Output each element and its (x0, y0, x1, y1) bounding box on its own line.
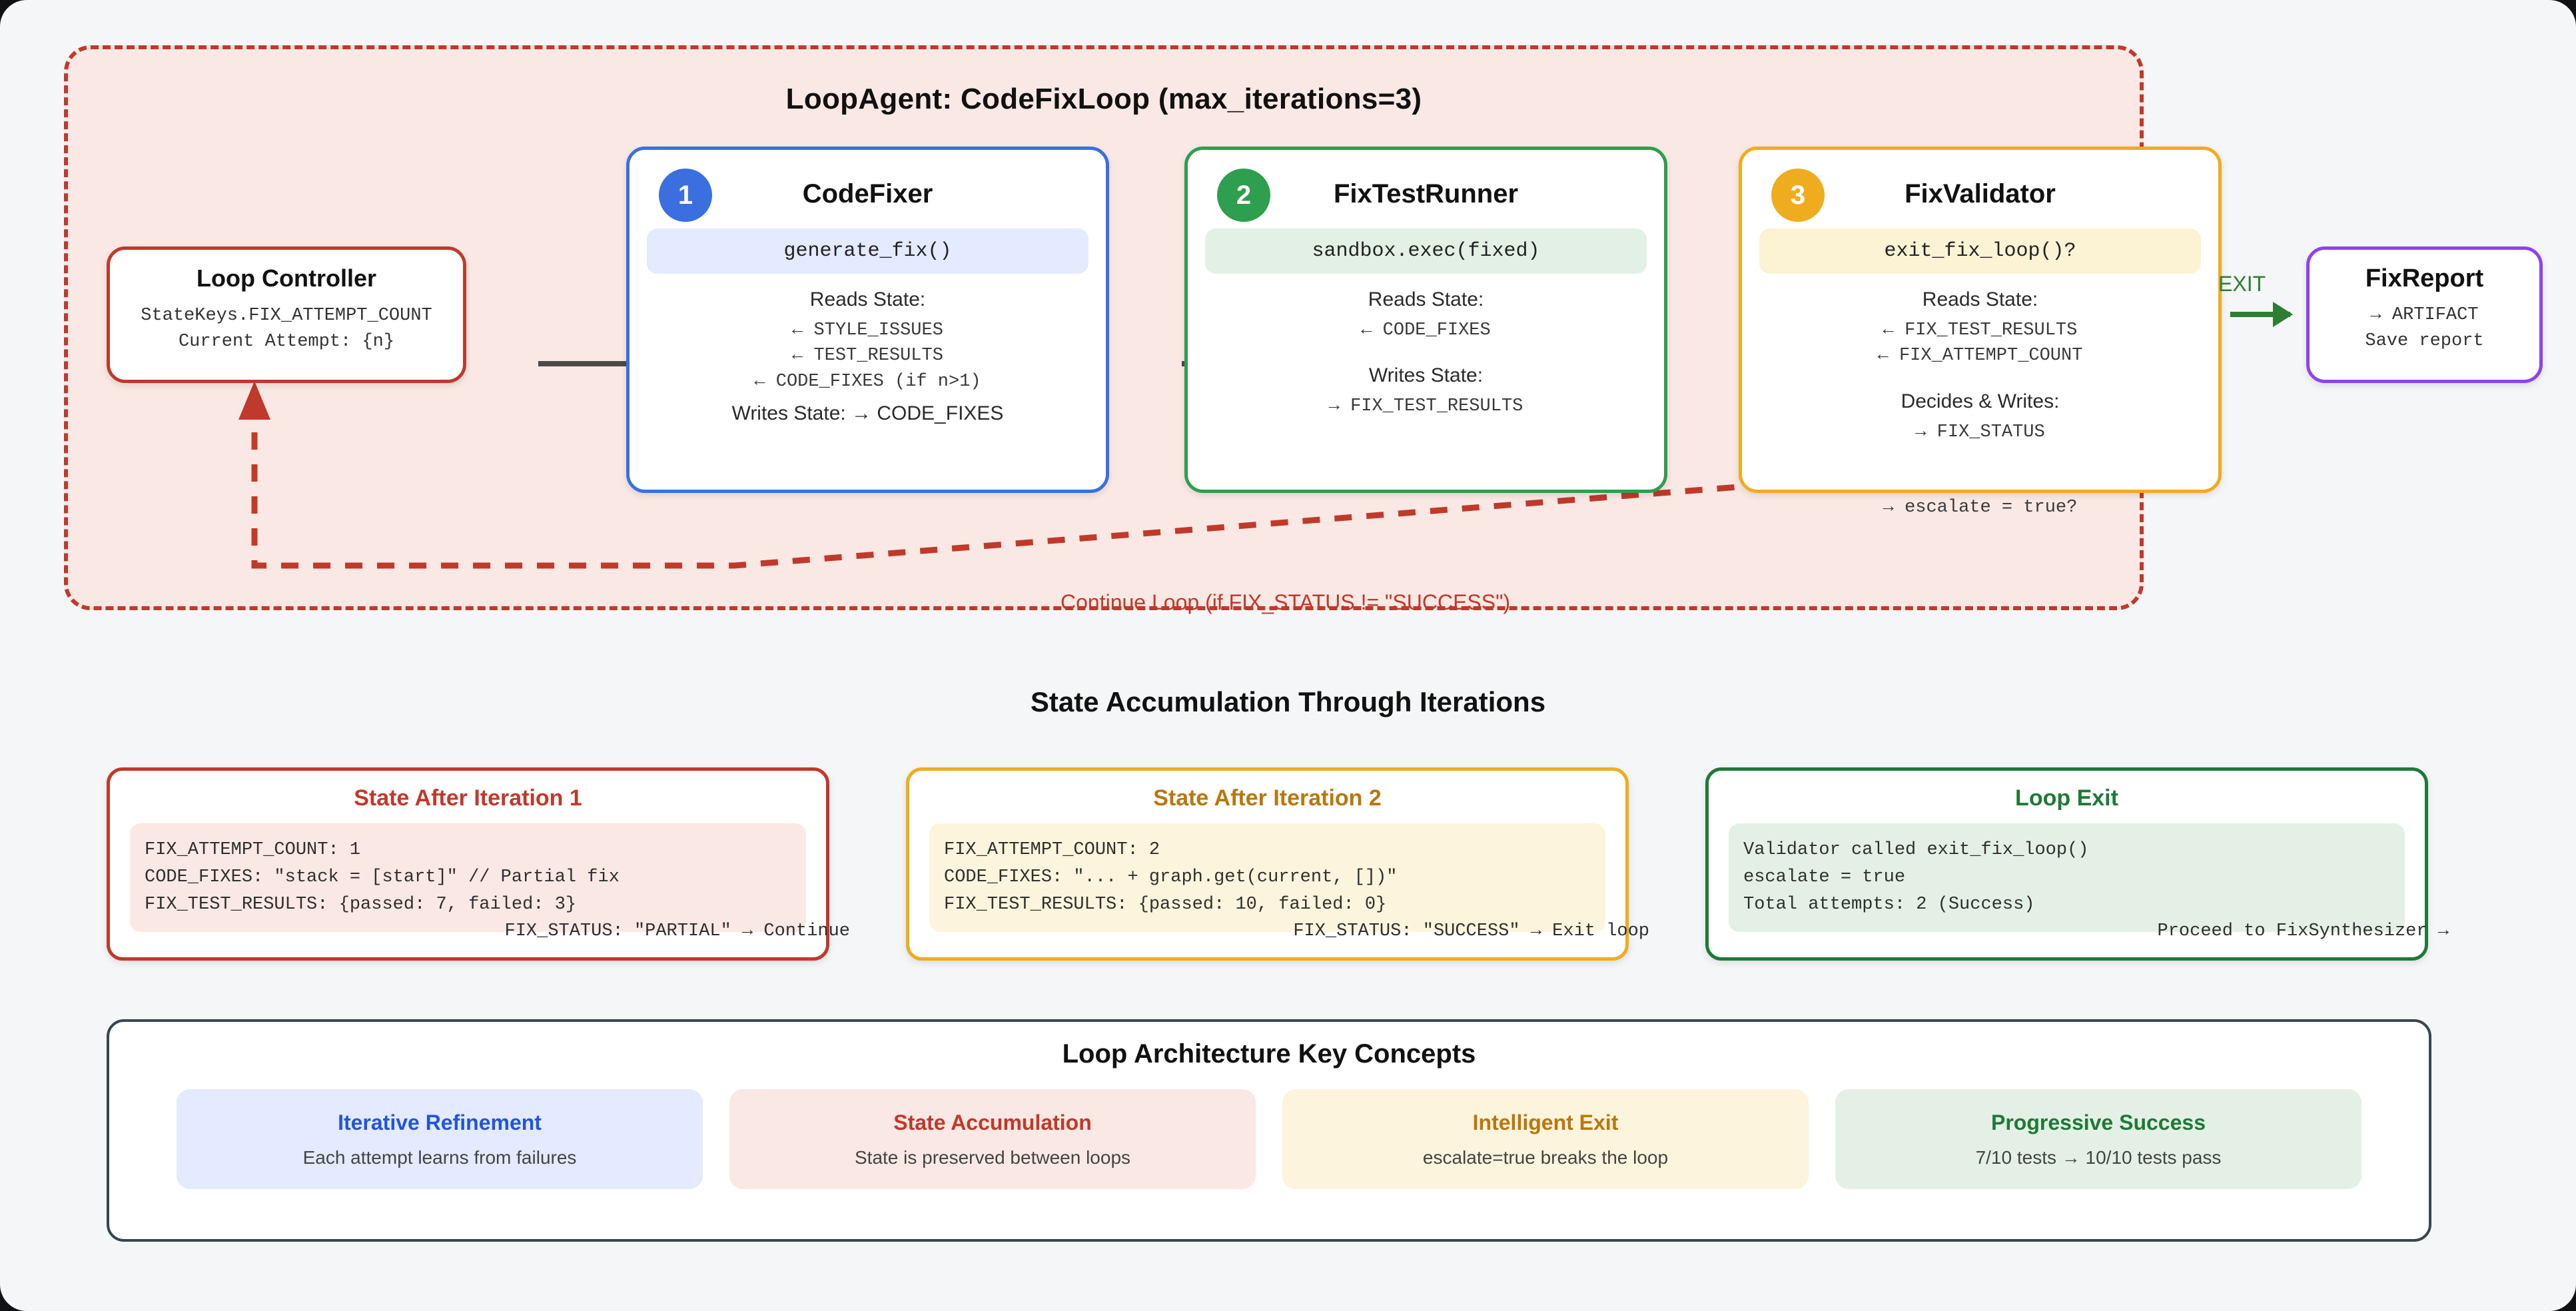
step-node-codefixer[interactable]: 1 CodeFixer generate_fix() Reads State: … (626, 147, 1109, 493)
step-header: 3 FixValidator (1759, 167, 2201, 228)
concept-subtitle: State is preserved between loops (854, 1146, 1131, 1168)
concept-subtitle: escalate=true breaks the loop (1422, 1146, 1669, 1168)
fixreport-save: Save report (2365, 331, 2484, 352)
step-badge-1: 1 (659, 169, 712, 222)
code-pill-generate-fix: generate_fix() (647, 228, 1088, 274)
state-card-loop-exit[interactable]: Loop Exit Validator called exit_fix_loop… (1705, 767, 2449, 961)
step-title-codefixer: CodeFixer (802, 179, 933, 209)
loop-controller-attempt: Current Attempt: {n} (178, 332, 395, 352)
writes-state-item: → FIX_STATUS (1915, 422, 2045, 442)
loop-controller-statekey: StateKeys.FIX_ATTEMPT_COUNT (141, 306, 432, 326)
concept-subtitle: 7/10 tests → 10/10 tests pass (1975, 1146, 2222, 1168)
state-card-line: escalate = true (1743, 867, 1906, 888)
spacer (1759, 369, 2201, 386)
escalate-overflow-line: → escalate = true? (1883, 498, 2078, 518)
reads-state-item: ← FIX_ATTEMPT_COUNT (1877, 346, 2083, 366)
state-card-line: FIX_TEST_RESULTS: {passed: 10, failed: 0… (944, 895, 1387, 915)
reads-state-item: ← FIX_TEST_RESULTS (1883, 320, 2078, 340)
concept-card-intelligent-exit[interactable]: Intelligent Exit escalate=true breaks th… (1282, 1089, 1809, 1189)
concept-subtitle: Each attempt learns from failures (302, 1146, 577, 1168)
key-concepts-title: Loop Architecture Key Concepts (1062, 1039, 1476, 1069)
step-header: 1 CodeFixer (647, 167, 1088, 228)
step-title-fixtestrunner: FixTestRunner (1333, 179, 1519, 209)
key-concepts-row: Iterative Refinement Each attempt learns… (109, 1089, 2429, 1189)
fixreport-artifact: → ARTIFACT (2370, 305, 2479, 325)
feedback-loop-label: Continue Loop (if FIX_STATUS != "SUCCESS… (1061, 590, 1511, 614)
state-card-footer: FIX_STATUS: "PARTIAL" → Continue (504, 921, 850, 941)
state-card-line: FIX_ATTEMPT_COUNT: 1 (145, 840, 361, 860)
state-card-line: FIX_TEST_RESULTS: {passed: 7, failed: 3} (145, 895, 577, 915)
loop-controller-node[interactable]: Loop Controller StateKeys.FIX_ATTEMPT_CO… (107, 246, 466, 383)
step-badge-2: 2 (1217, 169, 1270, 222)
loop-controller-title: Loop Controller (197, 264, 376, 292)
concept-title: State Accumulation (893, 1110, 1092, 1134)
fixreport-node[interactable]: FixReport → ARTIFACT Save report (2306, 246, 2543, 383)
concept-card-progressive-success[interactable]: Progressive Success 7/10 tests → 10/10 t… (1835, 1089, 2361, 1189)
arrow-exit-to-fixreport (2230, 312, 2290, 317)
reads-state-item: ← TEST_RESULTS (792, 346, 943, 366)
step-title-fixvalidator: FixValidator (1905, 179, 2056, 209)
spacer (1205, 343, 1647, 360)
concept-title: Intelligent Exit (1472, 1110, 1619, 1134)
state-card-line: Validator called exit_fix_loop() (1743, 840, 2089, 860)
step-header: 2 FixTestRunner (1205, 167, 1647, 228)
reads-state-item: ← STYLE_ISSUES (792, 320, 943, 340)
writes-state-inline: Writes State: → CODE_FIXES (731, 402, 1004, 424)
state-card-body: FIX_ATTEMPT_COUNT: 2 CODE_FIXES: "... + … (929, 823, 1605, 933)
key-concepts-panel: Loop Architecture Key Concepts Iterative… (107, 1019, 2431, 1242)
concept-card-iterative-refinement[interactable]: Iterative Refinement Each attempt learns… (177, 1089, 703, 1189)
concept-title: Progressive Success (1991, 1110, 2206, 1134)
step-node-fixvalidator[interactable]: 3 FixValidator exit_fix_loop()? Reads St… (1739, 147, 2222, 518)
state-card-title: State After Iteration 2 (1153, 785, 1382, 811)
writes-state-item: → FIX_TEST_RESULTS (1328, 396, 1523, 417)
fixreport-title: FixReport (2365, 264, 2484, 292)
state-card-body: Validator called exit_fix_loop() escalat… (1729, 823, 2405, 933)
code-pill-sandbox-exec: sandbox.exec(fixed) (1205, 228, 1647, 274)
state-card-line: FIX_ATTEMPT_COUNT: 2 (944, 840, 1160, 860)
step-node-fixtestrunner[interactable]: 2 FixTestRunner sandbox.exec(fixed) Read… (1184, 147, 1667, 493)
state-card-iteration-2[interactable]: State After Iteration 2 FIX_ATTEMPT_COUN… (906, 767, 1649, 961)
reads-state-label: Reads State: (1922, 288, 2038, 310)
writes-state-label: Writes State: (1368, 364, 1484, 387)
exit-label: EXIT (2218, 272, 2266, 296)
state-card-footer: FIX_STATUS: "SUCCESS" → Exit loop (1293, 921, 1649, 941)
reads-state-item: ← CODE_FIXES (if n>1) (754, 371, 981, 392)
reads-state-label: Reads State: (809, 288, 926, 310)
reads-state-item: ← CODE_FIXES (1361, 320, 1491, 340)
state-card-title: Loop Exit (2015, 785, 2118, 811)
state-section-heading: State Accumulation Through Iterations (1030, 686, 1546, 717)
step-badge-3: 3 (1771, 169, 1825, 222)
concept-title: Iterative Refinement (338, 1110, 542, 1134)
state-card-line: CODE_FIXES: "... + graph.get(current, []… (944, 867, 1398, 888)
state-card-body: FIX_ATTEMPT_COUNT: 1 CODE_FIXES: "stack … (130, 823, 806, 933)
reads-state-label: Reads State: (1368, 288, 1484, 310)
decides-writes-label: Decides & Writes: (1901, 390, 2060, 412)
code-pill-exit-fix-loop: exit_fix_loop()? (1759, 228, 2201, 274)
state-card-title: State After Iteration 1 (354, 785, 582, 811)
arrow-controller-to-codefixer (538, 361, 678, 366)
state-card-footer: Proceed to FixSynthesizer → (2157, 921, 2449, 941)
state-card-iteration-1[interactable]: State After Iteration 1 FIX_ATTEMPT_COUN… (107, 767, 850, 961)
state-card-line: CODE_FIXES: "stack = [start]" // Partial… (145, 867, 620, 888)
loop-title: LoopAgent: CodeFixLoop (max_iterations=3… (785, 83, 1422, 115)
concept-card-state-accumulation[interactable]: State Accumulation State is preserved be… (729, 1089, 1256, 1189)
state-card-line: Total attempts: 2 (Success) (1743, 895, 2035, 915)
